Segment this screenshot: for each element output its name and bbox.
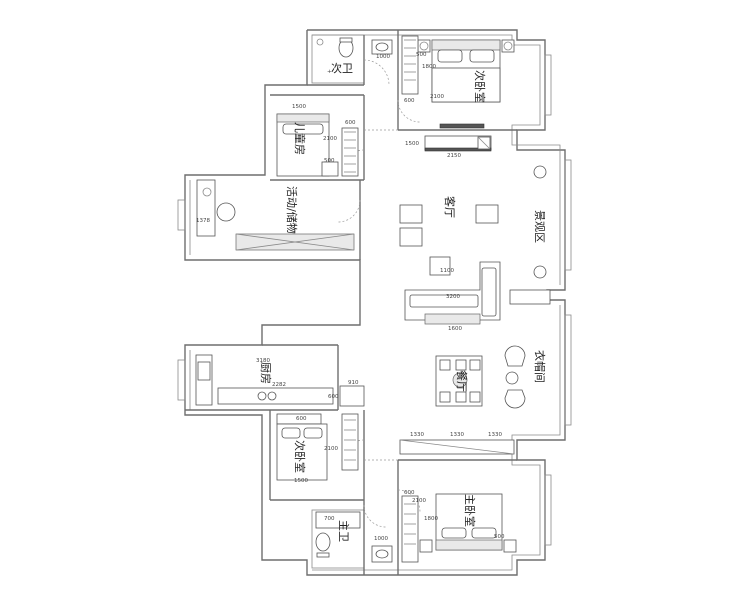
- dim-2100-top: 2100: [430, 94, 444, 100]
- room-label-activity-storage: 活动/储物: [285, 186, 299, 234]
- dim-1800-master: 1800: [424, 516, 438, 522]
- dim-1378: 1378: [196, 218, 210, 224]
- dim-1600-sofa: 1600: [448, 326, 462, 332]
- bottom-bedroom-furniture: [276, 413, 359, 481]
- room-label-kitchen: 厨房: [259, 362, 272, 384]
- room-label-master-bedroom: 主卧室: [463, 494, 477, 527]
- dim-600-kids: 600: [345, 120, 356, 126]
- dim-1500-tv: 1500: [405, 141, 419, 147]
- dim-600-bed2: 600: [296, 416, 307, 422]
- dim-500-master: 500: [494, 534, 505, 540]
- dim-1000-bath: 1000: [376, 54, 390, 60]
- windows: [177, 54, 572, 546]
- dim-1330-a: 1330: [410, 432, 424, 438]
- room-label-guest-bath-top: 次卫: [331, 61, 353, 75]
- dim-600-kitchen: 600: [328, 394, 339, 400]
- dim-1330-c: 1330: [488, 432, 502, 438]
- guest-bath-fixtures: +: [316, 37, 393, 75]
- master-bath-fixtures: [315, 511, 393, 563]
- dining-furniture: [435, 345, 526, 409]
- room-label-bedroom-bottom: 次卧室: [293, 440, 307, 473]
- room-label-master-bath: 主卫: [337, 520, 350, 542]
- dim-2150-tv: 2150: [447, 153, 461, 159]
- dim-500-top: 500: [416, 52, 427, 58]
- room-label-cloak-room: 衣帽间: [533, 350, 547, 383]
- activity-room-furniture: [196, 179, 355, 251]
- room-label-kids-room: 儿童房: [293, 122, 307, 155]
- dim-2282: 2282: [272, 382, 286, 388]
- dim-700-bath: 700: [324, 516, 335, 522]
- dim-910: 910: [348, 380, 359, 386]
- dim-500-kids: 500: [324, 158, 335, 164]
- outer-walls: [184, 29, 566, 576]
- dim-3180-kitchen: 3180: [256, 358, 270, 364]
- dim-3200-sofa: 3200: [446, 294, 460, 300]
- interior-walls: [185, 30, 517, 575]
- top-bedroom-furniture: [401, 35, 515, 129]
- dim-600-top: 600: [404, 98, 415, 104]
- dim-1330-b: 1330: [450, 432, 464, 438]
- dim-600-master: 600: [404, 490, 415, 496]
- dimension-labels: 1500 600 2100 500 1800 2100 600 500 1000…: [196, 52, 505, 542]
- dim-1000-bath2: 1000: [374, 536, 388, 542]
- room-label-view-area: 景观区: [533, 210, 546, 243]
- room-label-dining: 餐厅: [455, 370, 469, 392]
- master-bedroom-furniture: [399, 439, 517, 563]
- room-label-bedroom-top: 次卧室: [473, 70, 487, 103]
- svg-text:+: +: [327, 69, 332, 75]
- kids-room-furniture: [276, 113, 359, 177]
- dim-2100-master: 2100: [412, 498, 426, 504]
- dim-2100-kids: 2100: [323, 136, 337, 142]
- room-labels: 次卫 次卧室 儿童房 活动/储物 客厅 景观区 餐厅 厨房 次卧室 主卧室 主卫…: [259, 61, 547, 542]
- dim-1100-table: 1100: [440, 268, 454, 274]
- dim-2100-bed2: 2100: [324, 446, 338, 452]
- dim-1800-top: 1800: [422, 64, 436, 70]
- room-label-living-room: 客厅: [443, 196, 457, 218]
- dim-1500-kids: 1500: [292, 104, 306, 110]
- dim-1500-bed2: 1500: [294, 478, 308, 484]
- kitchen-furniture: [195, 354, 365, 407]
- living-room-furniture: [399, 135, 551, 325]
